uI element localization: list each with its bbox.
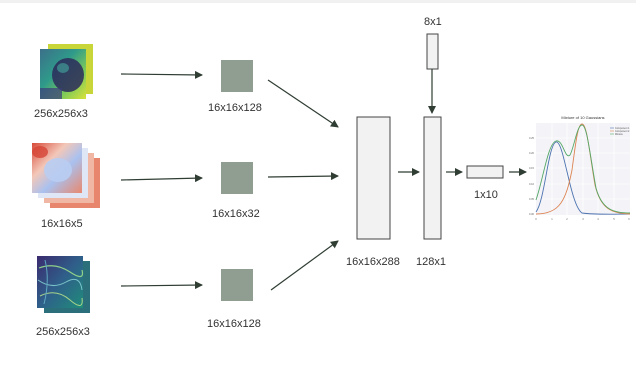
top-border [0, 0, 636, 3]
extra-input-block [426, 33, 439, 70]
y-tick-3: 0.15 [529, 166, 535, 170]
arrow-feature1-concat [267, 79, 339, 128]
extra-input-label: 8x1 [424, 16, 442, 28]
x-tick-3: 2 [566, 217, 568, 221]
legend-label-1: Component 1 [615, 127, 630, 130]
concat-label: 16x16x288 [346, 256, 400, 268]
x-tick-2: 1 [551, 217, 553, 221]
x-tick-6: 5 [613, 217, 615, 221]
feature-block-2 [221, 162, 253, 194]
y-tick-2: 0.20 [529, 151, 535, 155]
feature-block-3 [221, 269, 253, 301]
arrow-feature2-concat [267, 172, 339, 181]
legend-label-3: Mixture [615, 133, 624, 136]
legend-label-2: Component 2 [615, 130, 630, 133]
feature-3-label: 16x16x128 [207, 318, 261, 330]
arrow-feature3-concat [270, 240, 339, 291]
feature-1-label: 16x16x128 [208, 102, 262, 114]
dense-label: 128x1 [416, 256, 446, 268]
output-block [466, 165, 504, 179]
chart-title: Mixture of 10 Gaussians [561, 115, 604, 120]
x-tick-1: 0 [535, 217, 537, 221]
y-tick-5: 0.05 [529, 197, 535, 201]
mixture-curve [535, 124, 631, 214]
component-1-curve [535, 141, 631, 215]
dense-block [423, 116, 442, 240]
y-tick-1: 0.25 [529, 136, 535, 140]
input-3-label: 256x256x3 [36, 326, 90, 338]
y-tick-4: 0.10 [529, 182, 535, 186]
arrow-input2-feature2 [120, 174, 203, 183]
input-2-label: 16x16x5 [41, 218, 83, 230]
x-tick-4: 3 [582, 217, 584, 221]
feature-block-1 [221, 60, 253, 92]
y-tick-6: 0.00 [529, 212, 535, 216]
input-image-2 [32, 143, 100, 208]
input-1-label: 256x256x3 [34, 108, 88, 120]
arrow-input3-feature3 [120, 281, 203, 290]
gaussian-mixture-chart: Mixture of 10 Gaussians Component 1 Comp… [529, 110, 633, 226]
input-image-1 [40, 44, 93, 99]
output-label: 1x10 [474, 189, 498, 201]
x-tick-5: 4 [597, 217, 599, 221]
x-tick-7: 6 [628, 217, 630, 221]
feature-2-label: 16x16x32 [212, 208, 260, 220]
arrow-input1-feature1 [120, 70, 203, 79]
chart-legend: Component 1 Component 2 Mixture [610, 127, 630, 136]
input-image-3 [37, 256, 90, 313]
concat-block [356, 116, 391, 240]
